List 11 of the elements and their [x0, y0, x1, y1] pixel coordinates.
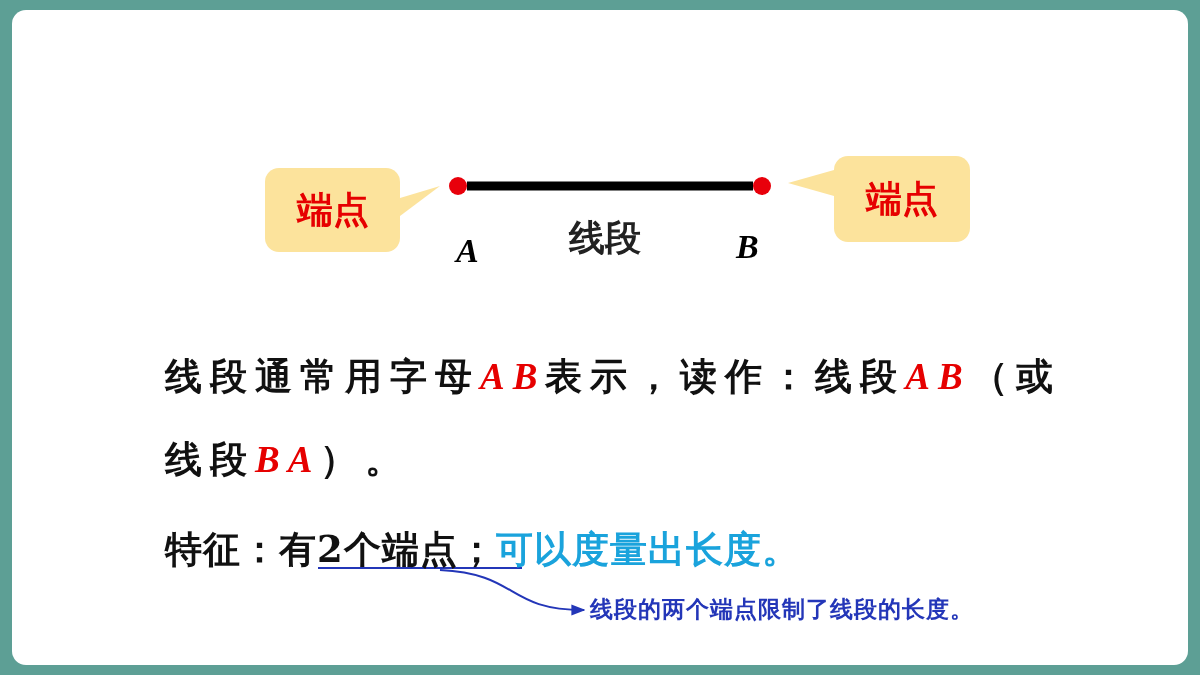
feature-text: 特征：有2个端点；	[165, 508, 496, 590]
edge-label: 线段	[569, 215, 641, 260]
arrow	[317, 567, 586, 616]
point-label: B	[736, 228, 759, 266]
definition-text: 线段通常用字母AB表示，读作：线段AB（或线段BA）。	[165, 353, 1062, 483]
speech-bubble: 端点	[265, 168, 400, 252]
speech-bubble: 端点	[834, 156, 970, 242]
note-text: 线段的两个端点限制了线段的长度。	[590, 594, 974, 625]
feature-text: 可以度量出长度。	[496, 526, 800, 573]
line-segment	[467, 181, 753, 191]
point-label: A	[456, 232, 479, 270]
